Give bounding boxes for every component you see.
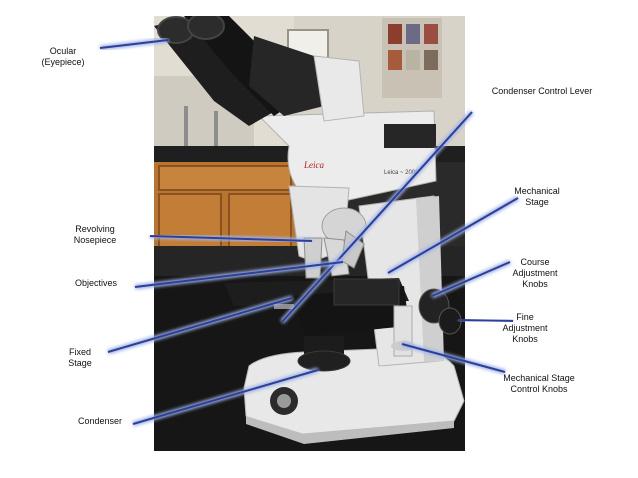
poster xyxy=(388,24,402,44)
brand-logo: Leica xyxy=(303,160,324,170)
eyepiece-tube xyxy=(154,16,284,126)
poster xyxy=(388,50,402,70)
poster xyxy=(406,50,420,70)
faucet xyxy=(184,106,188,146)
head-black-panel xyxy=(384,124,436,148)
label-course-adjustment-knobs: Course Adjustment Knobs xyxy=(512,257,558,289)
cabinet-door xyxy=(158,193,222,249)
cabinet-door xyxy=(228,193,292,249)
stage-control-knob xyxy=(391,341,415,351)
faucet xyxy=(214,111,218,146)
label-fine-adjustment-knobs: Fine Adjustment Knobs xyxy=(502,312,548,344)
poster xyxy=(424,24,438,44)
light-dial-center xyxy=(277,394,291,408)
condenser-ring xyxy=(297,350,351,372)
model-text: Leica ~ 2000 xyxy=(384,170,419,176)
stage-plate xyxy=(333,278,400,306)
poster xyxy=(424,50,438,70)
label-objectives: Objectives xyxy=(74,278,118,288)
label-condenser-control-lever: Condenser Control Lever xyxy=(491,86,593,96)
poster xyxy=(406,24,420,44)
binocular-head xyxy=(249,36,324,116)
eyepiece-lens xyxy=(187,16,225,40)
label-mechanical-stage: Mechanical Stage xyxy=(514,186,560,207)
label-ocular: Ocular (Eyepiece) xyxy=(41,46,85,67)
fine-adjustment-knob xyxy=(438,307,462,335)
slide-clip xyxy=(274,304,294,309)
cabinet-drawer xyxy=(158,165,292,191)
label-mechanical-stage-control-knobs: Mechanical Stage Control Knobs xyxy=(503,373,575,394)
base-shadow xyxy=(246,416,454,444)
label-revolving-nosepiece: Revolving Nosepiece xyxy=(73,224,117,245)
objective-lens xyxy=(303,237,323,279)
label-condenser: Condenser xyxy=(77,416,123,426)
label-fixed-stage: Fixed Stage xyxy=(68,347,92,368)
microscope-photo: Leica Leica ~ 2000 xyxy=(154,16,465,451)
